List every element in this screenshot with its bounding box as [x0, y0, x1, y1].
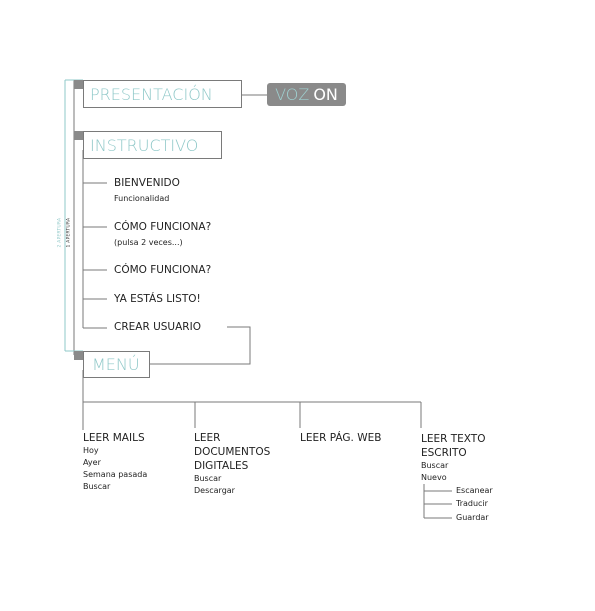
menu-column-title[interactable]: ESCRITO	[421, 447, 467, 459]
instructivo-item-bienvenido[interactable]: BIENVENIDO	[114, 177, 180, 189]
voz-state: ON	[313, 85, 338, 104]
menu-subitem-escanear[interactable]: Escanear	[456, 486, 493, 495]
instructivo-item-como-funciona[interactable]: CÓMO FUNCIONA?	[114, 221, 212, 233]
menu-column-leer-texto: LEER TEXTO ESCRITO Buscar Nuevo	[421, 432, 486, 484]
menu-subitem[interactable]: Buscar	[194, 474, 222, 483]
menu-subitem[interactable]: Semana pasada	[83, 470, 148, 479]
node-marker	[74, 80, 83, 89]
side-label-outer: 2 APERTURA	[57, 217, 63, 248]
menu-column-title[interactable]: DIGITALES	[194, 460, 249, 472]
instructivo-item-crear-usuario[interactable]: CREAR USUARIO	[114, 321, 201, 333]
menu-subitem-guardar[interactable]: Guardar	[456, 513, 489, 522]
menu-subitem[interactable]: Descargar	[194, 486, 235, 495]
menu-subitem[interactable]: Buscar	[421, 461, 449, 470]
menu-column-leer-pag-web: LEER PÁG. WEB	[300, 431, 381, 445]
instructivo-item-listo[interactable]: YA ESTÁS LISTO!	[114, 293, 201, 305]
menu-subitem-traducir[interactable]: Traducir	[456, 499, 488, 508]
instructivo-item-sub: Funcionalidad	[114, 194, 170, 203]
menu-column-title[interactable]: LEER MAILS	[83, 432, 145, 444]
voz-label: VOZ	[275, 85, 310, 104]
menu-column-title[interactable]: DOCUMENTOS	[194, 446, 271, 458]
side-label-inner: 1 APERTURA	[66, 217, 72, 248]
instructivo-box[interactable]: INSTRUCTIVO	[83, 131, 222, 159]
instructivo-item-sub: (pulsa 2 veces...)	[114, 238, 183, 247]
menu-column-title[interactable]: LEER PÁG. WEB	[300, 432, 382, 444]
menu-subitem[interactable]: Ayer	[83, 458, 101, 467]
node-marker	[74, 351, 83, 360]
presentacion-box[interactable]: PRESENTACIÓN	[83, 80, 242, 108]
node-marker	[74, 131, 83, 140]
menu-subitem[interactable]: Nuevo	[421, 473, 447, 482]
menu-column-leer-mails: LEER MAILS Hoy Ayer Semana pasada Buscar	[83, 431, 147, 493]
voz-on-toggle[interactable]: VOZ ON	[267, 83, 346, 106]
menu-column-title[interactable]: LEER	[194, 432, 221, 444]
menu-box[interactable]: MENÚ	[83, 351, 150, 378]
menu-subitem[interactable]: Buscar	[83, 482, 111, 491]
instructivo-item-como-funciona[interactable]: CÓMO FUNCIONA?	[114, 264, 212, 276]
menu-column-title[interactable]: LEER TEXTO	[421, 433, 486, 445]
menu-column-leer-documentos: LEER DOCUMENTOS DIGITALES Buscar Descarg…	[194, 431, 270, 497]
menu-subitem[interactable]: Hoy	[83, 446, 99, 455]
